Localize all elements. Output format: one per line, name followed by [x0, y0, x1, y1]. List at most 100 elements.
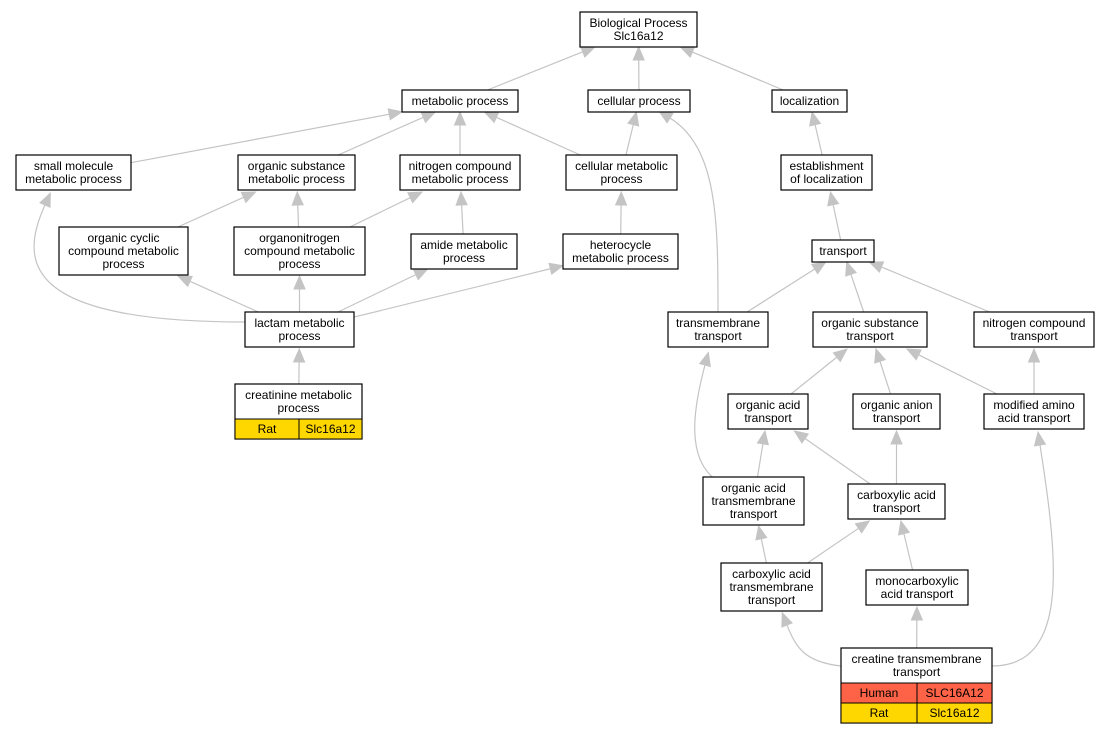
- edge-line: [461, 204, 464, 235]
- edge-carbox_tr-to-organion_tr: [890, 429, 903, 484]
- node-box: [812, 311, 928, 348]
- arrowhead: [614, 190, 628, 206]
- arrowhead: [890, 429, 903, 445]
- arrowhead: [548, 262, 565, 275]
- arrowhead: [679, 46, 696, 58]
- node-label-line: transport: [748, 593, 796, 607]
- gene-label: SLC16A12: [925, 686, 983, 700]
- arrowhead: [483, 111, 500, 124]
- node-box: [780, 154, 873, 191]
- node-label-line: acid transport: [998, 411, 1071, 425]
- node-box: [244, 311, 355, 348]
- arrowhead: [412, 268, 429, 281]
- node-localization[interactable]: localization: [771, 89, 848, 113]
- node-box: [771, 89, 848, 113]
- arrowhead: [407, 191, 424, 204]
- edge-orgsubst_met-to-metabolic: [337, 111, 437, 156]
- edge-line: [349, 197, 411, 228]
- edge-carbox_tm-to-orgacid_tm: [755, 524, 768, 564]
- edge-line: [832, 204, 842, 241]
- edge-line: [760, 538, 767, 564]
- edge-cell_met-to-cellular: [625, 110, 640, 156]
- edge-line: [177, 196, 244, 228]
- arrowhead: [781, 611, 794, 628]
- node-label-line: process: [277, 401, 319, 415]
- edge-line: [189, 280, 259, 313]
- edge-nitrogen_tr-to-transport: [868, 261, 990, 313]
- edge-line: [918, 354, 998, 395]
- arrowhead: [455, 190, 468, 206]
- node-label-line: transmembrane: [676, 316, 760, 330]
- node-label-line: metabolic process: [412, 94, 509, 108]
- edge-line: [991, 444, 1054, 667]
- edge-organonitrogen-to-orgsubst_met: [291, 190, 304, 228]
- node-label-line: heterocycle: [590, 238, 652, 252]
- node-label-line: organic cyclic: [87, 231, 159, 245]
- edge-line: [903, 533, 914, 571]
- node-label-line: nitrogen compound: [983, 316, 1086, 330]
- node-cellular[interactable]: cellular process: [587, 89, 691, 113]
- arrowhead: [579, 46, 597, 58]
- edge-localization-to-root: [679, 46, 784, 91]
- node-box: [811, 239, 875, 263]
- arrowhead: [827, 190, 840, 207]
- arrowhead: [387, 108, 404, 121]
- node-label-line: process: [443, 251, 485, 265]
- edge-heterocycle-to-cell_met: [614, 190, 628, 235]
- arrowhead: [756, 429, 769, 446]
- edge-cell_met-to-metabolic: [483, 111, 581, 156]
- edge-amide-to-nitrogen_met: [455, 190, 468, 235]
- edge-carbox_tr-to-orgacid_tr: [793, 430, 871, 485]
- node-label-line: metabolic process: [412, 172, 509, 186]
- arrowhead: [453, 110, 467, 126]
- node-label-line: transport: [1010, 329, 1058, 343]
- edge-line: [353, 268, 551, 318]
- arrowhead: [292, 347, 306, 363]
- node-metabolic[interactable]: metabolic process: [401, 89, 519, 113]
- edge-creatine_tm-to-modaa_tr: [991, 430, 1054, 667]
- node-label-line: metabolic process: [248, 172, 345, 186]
- node-label-line: transport: [819, 244, 867, 258]
- edges-layer: [33, 45, 1054, 667]
- arrowhead: [657, 110, 674, 124]
- node-label-line: acid transport: [881, 587, 954, 601]
- node-label-line: organic acid: [736, 398, 801, 412]
- edge-lactam-to-organonitrogen: [293, 274, 306, 312]
- node-label-line: process: [600, 172, 642, 186]
- arrowhead: [905, 348, 922, 361]
- node-transport[interactable]: transport: [811, 239, 875, 263]
- arrowhead: [854, 520, 871, 534]
- node-box: [15, 154, 132, 191]
- node-label-line: monocarboxylic: [875, 574, 958, 588]
- edge-monocarbox-to-carbox_tr: [897, 519, 914, 571]
- gene-cell: [916, 702, 993, 724]
- node-label-line: organic substance: [248, 159, 346, 173]
